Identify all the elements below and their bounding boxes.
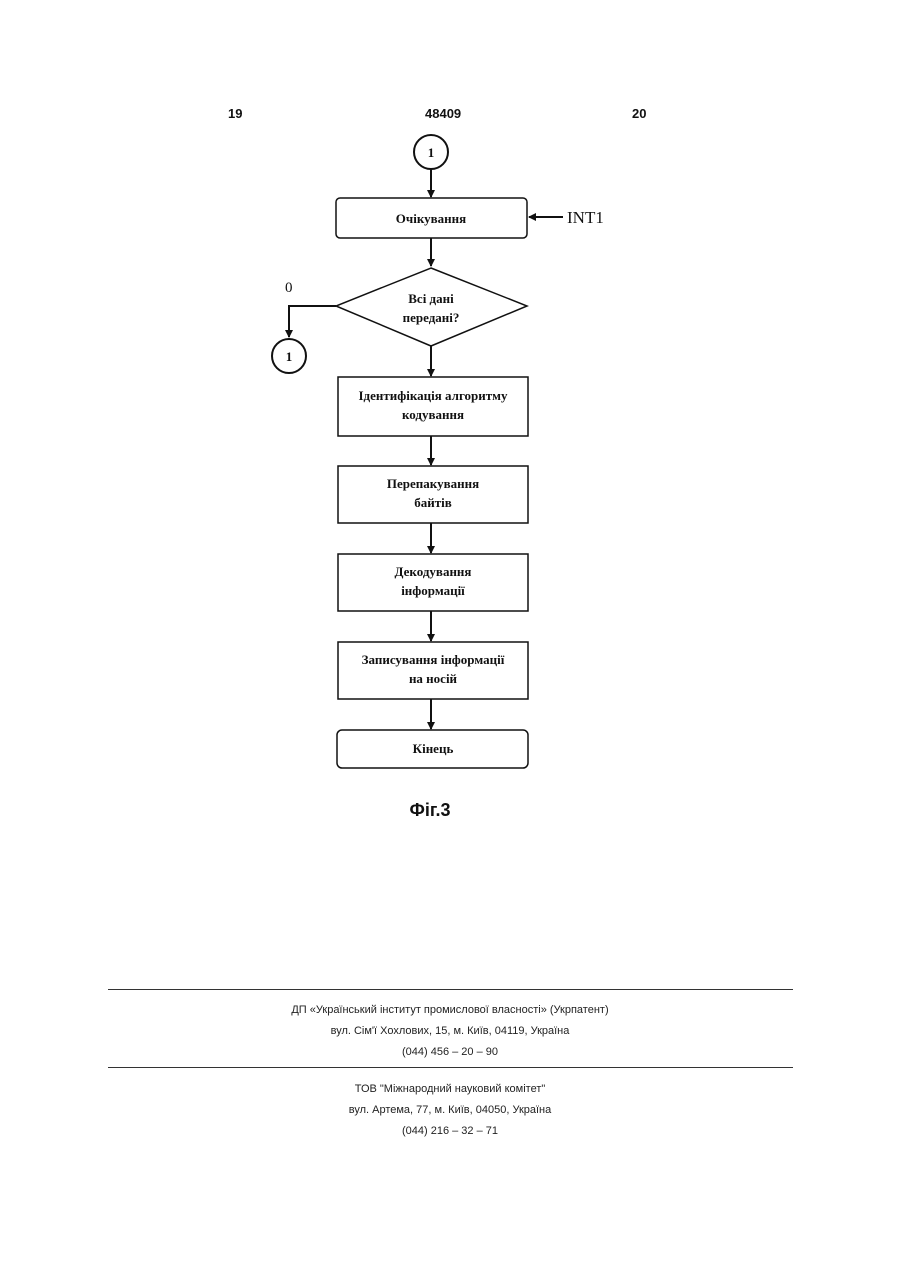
decision-label-line2: передані? (403, 310, 460, 325)
connector-top-label: 1 (428, 145, 435, 160)
footer-org2-name: ТОВ "Міжнародний науковий комітет" (0, 1083, 900, 1095)
step3-label-line2: інформації (401, 583, 465, 598)
divider-bottom (108, 1067, 793, 1068)
wait-label: Очікування (396, 211, 466, 226)
branch-label: 0 (285, 280, 293, 296)
footer-org1-phone: (044) 456 – 20 – 90 (0, 1046, 900, 1058)
decision-diamond (336, 268, 527, 346)
step3-label-line1: Декодування (395, 564, 472, 579)
divider-top (108, 989, 793, 990)
step1-label-line2: кодування (402, 407, 464, 422)
step4-label-line1: Записування інформації (362, 652, 505, 667)
interrupt-label: INT1 (567, 208, 604, 227)
footer-org1-name: ДП «Український інститут промислової вла… (0, 1004, 900, 1016)
footer-org1-address: вул. Сім'ї Хохлових, 15, м. Київ, 04119,… (0, 1025, 900, 1037)
end-label: Кінець (413, 741, 454, 756)
connector-branch-label: 1 (286, 349, 293, 364)
flowchart: 1 Очікування INT1 Всі дані передані? 0 1… (0, 0, 900, 800)
figure-caption: Фіг.3 (0, 800, 860, 821)
footer-org2-address: вул. Артема, 77, м. Київ, 04050, Україна (0, 1104, 900, 1116)
decision-label-line1: Всі дані (408, 291, 454, 306)
step2-label-line2: байтів (414, 495, 452, 510)
footer-org2-phone: (044) 216 – 32 – 71 (0, 1125, 900, 1137)
branch-arrow (289, 306, 336, 337)
step2-label-line1: Перепакування (387, 476, 479, 491)
step1-label-line1: Ідентифікація алгоритму (358, 388, 508, 403)
step4-label-line2: на носій (409, 671, 458, 686)
